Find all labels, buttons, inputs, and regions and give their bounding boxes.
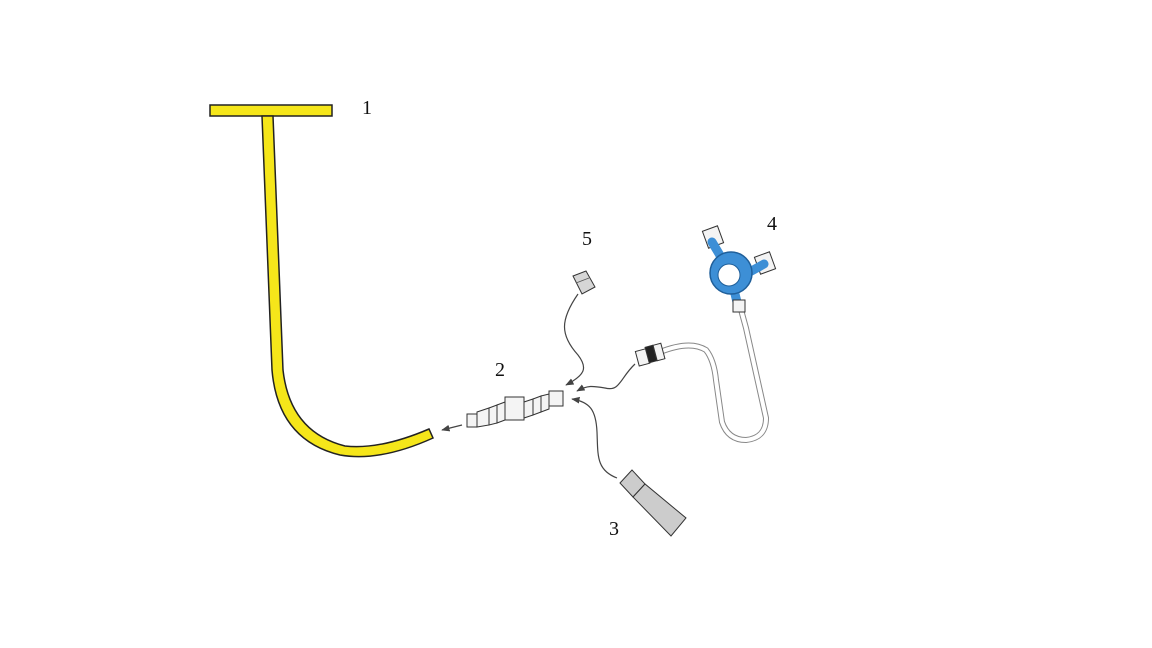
callout-label-1: 1 [362, 97, 372, 119]
end-cap [572, 270, 596, 295]
arrow-from-cap [564, 293, 585, 386]
extension-line [657, 303, 770, 444]
callout-label-2: 2 [495, 359, 505, 381]
arrow-to-tube [441, 424, 463, 432]
luer-connector [634, 342, 666, 367]
callout-label-5: 5 [582, 228, 592, 250]
arrow-from-line [576, 363, 636, 392]
arrow-from-adapter [571, 396, 618, 479]
callout-label-3: 3 [609, 518, 619, 540]
callout-label-4: 4 [767, 213, 777, 235]
three-way-stopcock [701, 225, 777, 313]
step-connector [466, 390, 564, 428]
yellow-t-tube [209, 104, 434, 458]
t-tube-crossbar [209, 104, 333, 117]
tapered-adapter [619, 469, 687, 537]
t-tube-stem [261, 115, 434, 458]
